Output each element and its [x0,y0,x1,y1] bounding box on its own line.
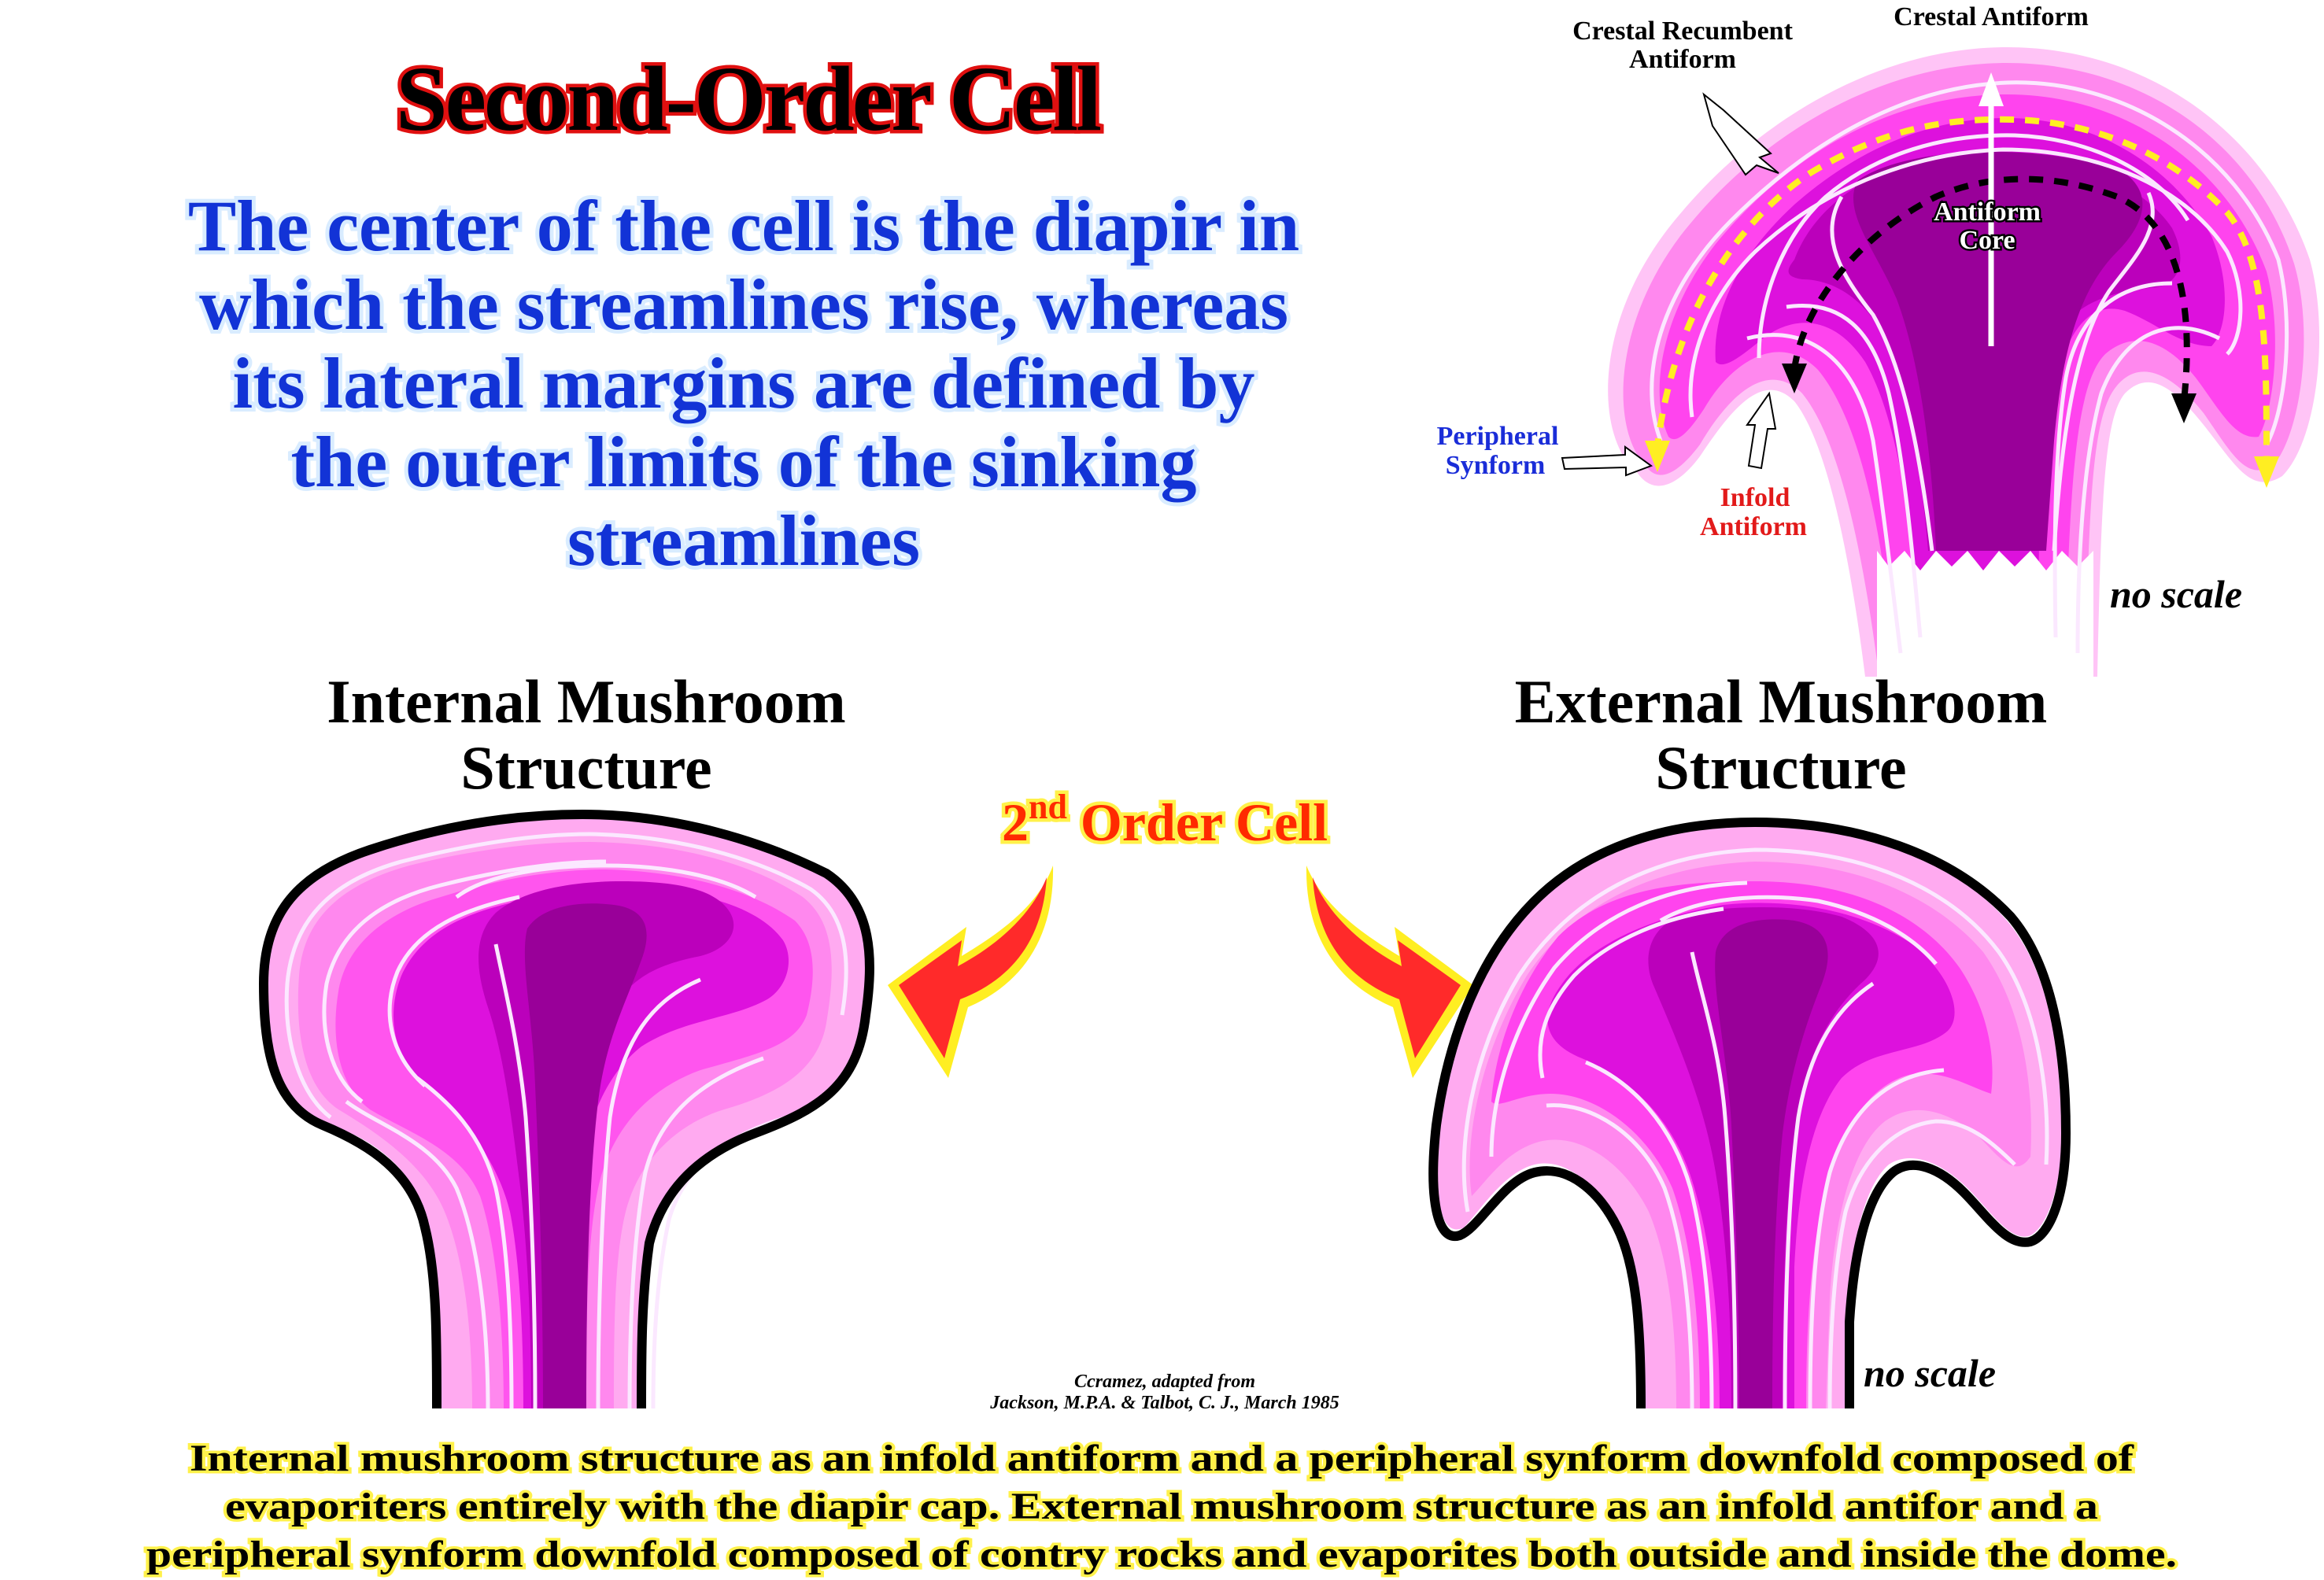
left-curved-arrow [888,866,1054,1078]
internal-streamline [345,1099,490,1409]
label-crestal-antiform: Crestal Antiform [1894,2,2089,31]
label-crestal-recumbent-line1: Crestal Recumbent [1572,17,1793,46]
detail-streamline [1757,133,2190,359]
external-mushroom-diagram: no scale [1428,818,2071,1409]
detail-streamline [1688,147,2243,418]
label-antiform-core-line2: Core [1959,226,2015,255]
credit-line-1: Ccramez, adapted from [1074,1371,1255,1392]
lead-paragraph: The center of the cell is the diapir in … [184,182,1303,585]
center-label-rest: Order Cell [1067,792,1328,852]
caption: Internal mushroom structure as an infold… [144,1435,2180,1578]
detail-streamline [1830,195,1934,552]
internal-outline [259,810,874,1409]
internal-streamline [627,1056,764,1409]
internal-core [524,903,647,1408]
internal-heading-line2: Structure [460,733,711,802]
detail-black-arrowhead-left [1782,364,1807,393]
detail-stem-cut [1877,551,2093,692]
center-order-cell-label: 2nd Order Cell [1002,788,1328,852]
internal-stem-cut [437,1408,645,1416]
detail-rising-arrowhead [1979,72,2004,106]
detail-no-scale: no scale [2110,572,2242,616]
external-streamline [1489,880,1748,1157]
external-streamline [1461,847,2049,1213]
detail-streamline [1650,80,2289,446]
internal-streamline [455,863,757,899]
right-curved-arrow [1306,866,1473,1078]
page-title: Second-Order Cell [396,47,1100,150]
internal-streamline [322,859,607,1103]
detail-streamline [2052,281,2173,638]
lead-line-3: its lateral margins are defined by [233,343,1255,423]
detail-streamline [2075,326,2221,654]
caption-line-1: Internal mushroom structure as an infold… [190,1438,2134,1479]
external-streamline [1783,981,1875,1409]
external-outline [1428,818,2071,1409]
center-label-superscript: nd [1029,788,1067,826]
label-crestal-recumbent-line2: Antiform [1629,45,1736,74]
peripheral-synform-pointer [1561,445,1653,477]
caption-line-2: evaporiters entirely with the diapir cap… [225,1486,2098,1527]
detail-yellow-arrowhead-right [2254,456,2279,488]
label-peripheral-synform-line2: Synform [1446,451,1546,480]
external-streamline [1659,895,1938,965]
lead-line-1: The center of the cell is the diapir in [188,186,1299,266]
internal-heading-line1: Internal Mushroom [327,667,845,736]
label-antiform-core-line1: Antiform [1934,198,2041,227]
internal-streamline [493,943,538,1409]
caption-line-3: peripheral synform downfold composed of … [146,1534,2177,1575]
infold-antiform-pointer [1746,391,1777,470]
external-streamline [1827,1119,2016,1409]
external-streamline [1585,1060,1714,1409]
external-streamline [1546,1103,1694,1409]
external-core [1715,919,1828,1408]
external-heading-line2: Structure [1655,733,1906,802]
detail-streamline [1786,304,1923,638]
external-streamline [1538,906,1724,1079]
detail-streamline [2052,191,2155,552]
label-infold-antiform-line1: Infold [1720,483,1790,512]
detail-antiform-core [1853,151,2143,551]
internal-mushroom-diagram [259,810,874,1416]
detail-mushroom-diagram: Crestal Antiform Crestal Recumbent Antif… [1437,2,2320,692]
lead-line-5: streamlines [567,500,920,581]
detail-black-flow-arrow [1791,175,2190,402]
external-streamline [1690,951,1738,1409]
label-infold-antiform-line2: Antiform [1700,512,1807,541]
label-peripheral-synform-line1: Peripheral [1437,422,1559,451]
internal-streamline [596,977,701,1409]
external-no-scale: no scale [1864,1351,1996,1395]
detail-black-arrowhead-right [2171,393,2197,423]
external-streamline [1808,1068,1945,1409]
internal-streamline [387,895,520,1087]
internal-streamline [416,1076,514,1409]
credit-line-2: Jackson, M.P.A. & Talbot, C. J., March 1… [989,1393,1339,1413]
lead-line-4: the outer limits of the sinking [291,422,1197,502]
external-heading-line1: External Mushroom [1515,667,2048,736]
detail-yellow-arrowhead-left [1645,441,1670,472]
lead-line-2: which the streamlines rise, whereas [199,264,1288,345]
center-label-base: 2 [1002,792,1029,852]
crestal-recumbent-pointer [1702,92,1779,176]
internal-streamline [284,832,848,1119]
